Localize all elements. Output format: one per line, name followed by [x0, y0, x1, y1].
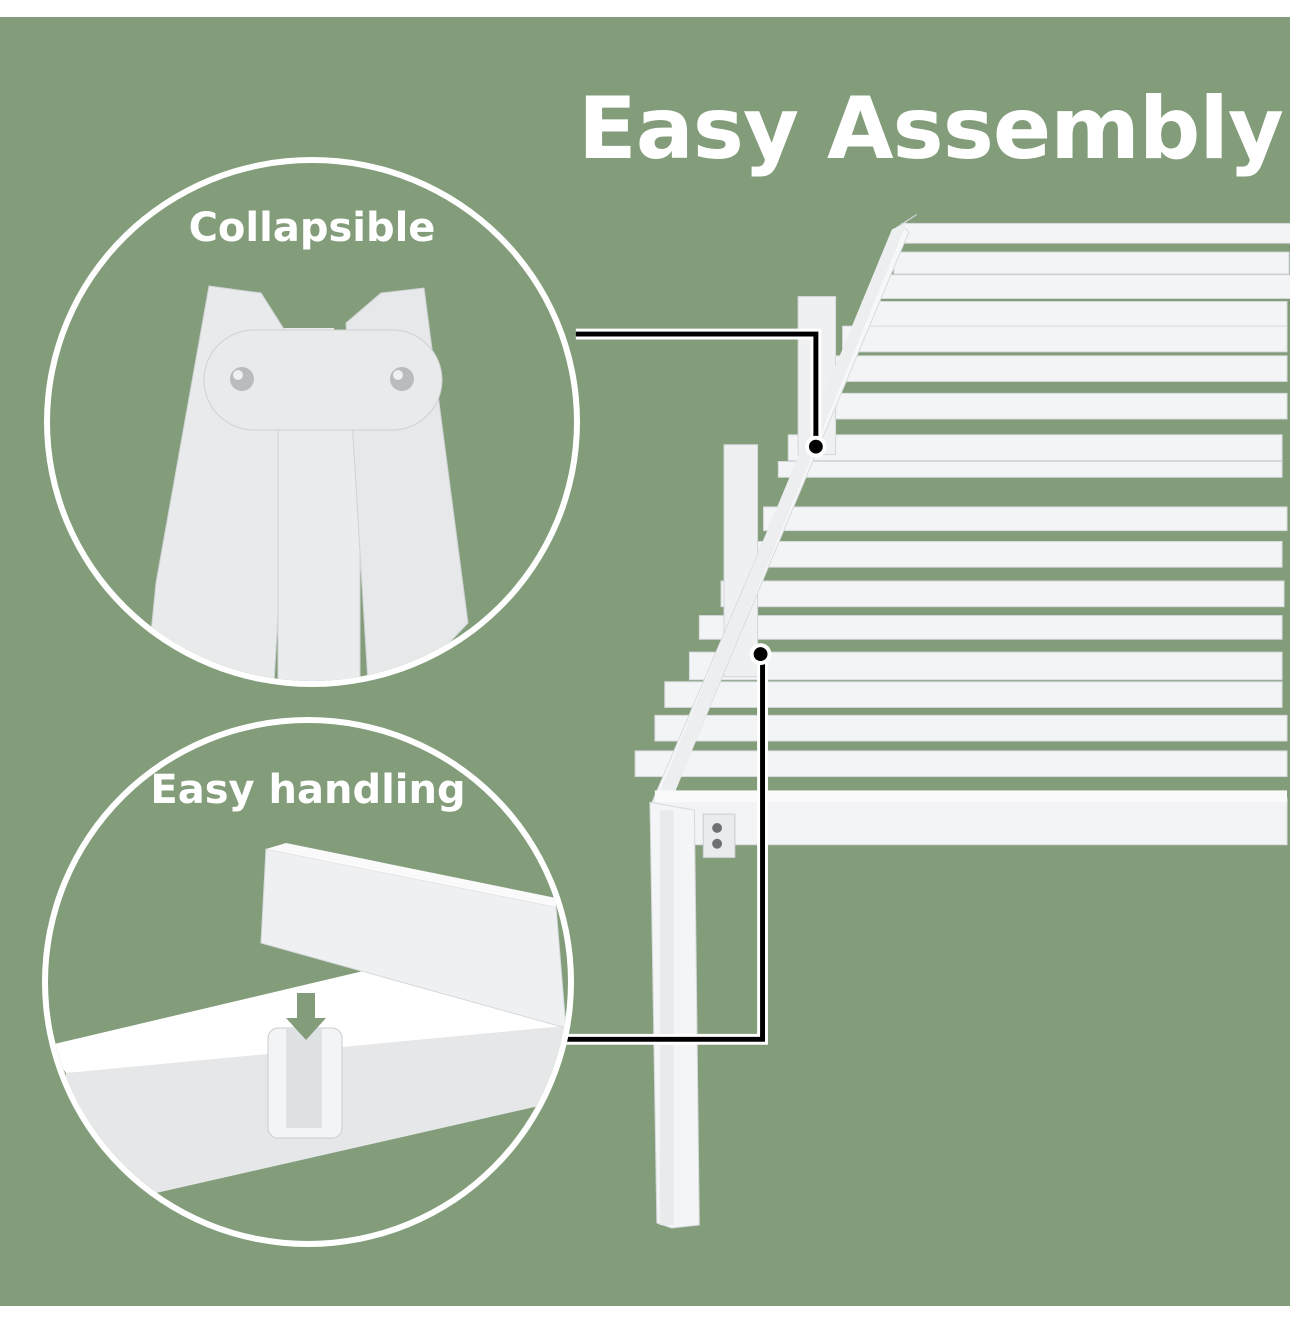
- feature-circle-easy-handling: Easy handling: [42, 717, 574, 1247]
- folding-hinge-illustration: [145, 285, 469, 681]
- feature-circle-collapsible: Collapsible: [44, 157, 580, 687]
- feature-label-collapsible: Collapsible: [188, 205, 436, 251]
- bed-frame-illustration: [565, 214, 1290, 1229]
- slot-bracket-illustration: [48, 843, 568, 1193]
- page-title: Easy Assembly: [578, 79, 1284, 179]
- product-panel: Easy Assembly Collapsible: [0, 17, 1290, 1306]
- feature-label-easy-handling: Easy handling: [150, 767, 466, 813]
